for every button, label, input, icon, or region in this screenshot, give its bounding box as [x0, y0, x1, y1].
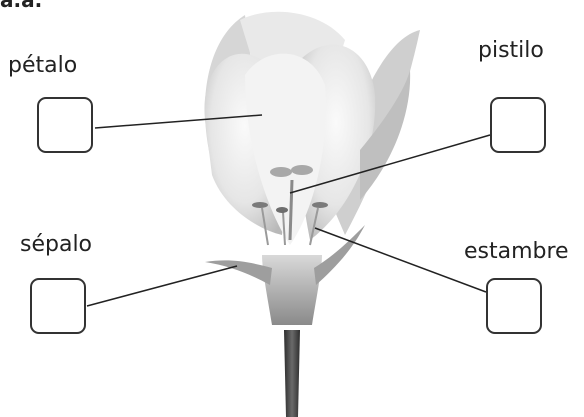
answer-box-estambre[interactable] [486, 278, 542, 334]
answer-box-pistilo[interactable] [490, 97, 546, 153]
label-pistilo: pistilo [478, 40, 544, 62]
stem-shape [284, 330, 300, 417]
answer-box-sepalo[interactable] [30, 278, 86, 334]
stamen-anther-2 [312, 202, 328, 208]
leader-line-sepalo [87, 266, 237, 306]
stamen-anther-1 [252, 202, 268, 208]
label-sepalo: sépalo [20, 234, 92, 256]
pistil-stigma-right [291, 165, 313, 175]
answer-box-petalo[interactable] [37, 97, 93, 153]
stamen-anther-3 [276, 207, 288, 213]
pistil-stigma-left [270, 167, 292, 177]
label-estambre: estambre [464, 241, 569, 263]
pistil-style [290, 180, 292, 240]
label-petalo: pétalo [8, 55, 77, 77]
calyx [262, 255, 322, 325]
sepal-left [205, 260, 272, 285]
